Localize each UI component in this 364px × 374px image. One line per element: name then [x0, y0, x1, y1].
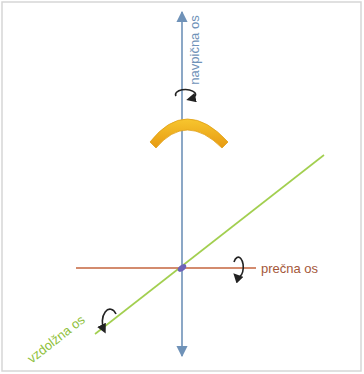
axis-label: prečna os [261, 262, 318, 275]
rotation-arrow [234, 257, 243, 277]
rotation-arrow [176, 90, 196, 99]
centre-point [176, 263, 188, 274]
longitudinal-axis [95, 155, 324, 334]
rotation-arrow [102, 309, 116, 330]
axis-label: navpična os [188, 15, 201, 84]
paraglider-wing [150, 119, 228, 148]
frame [2, 2, 361, 371]
lateral-axis [76, 267, 256, 269]
vertical-axis [181, 12, 183, 356]
